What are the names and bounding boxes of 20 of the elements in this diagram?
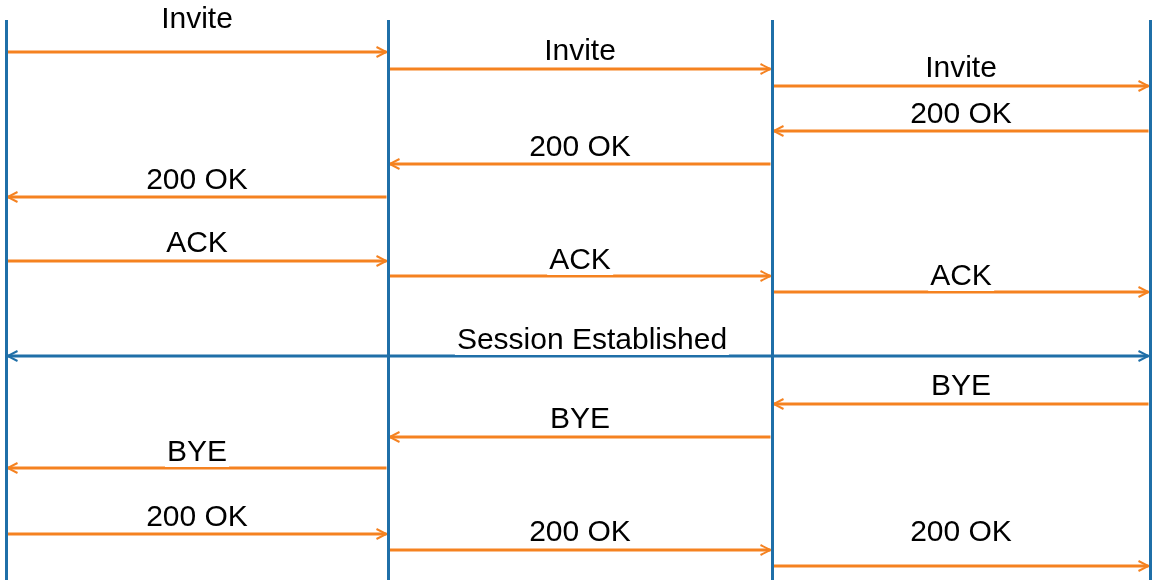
arrow [389,544,772,556]
arrow [772,125,1149,137]
lifeline [770,20,774,580]
arrow [6,350,1150,362]
arrow [7,46,388,58]
lifeline [1148,20,1152,580]
arrow [389,63,772,75]
arrow [6,191,387,203]
arrow [7,528,388,540]
arrow [7,255,388,267]
arrow [773,560,1150,572]
arrow [6,462,387,474]
arrow [773,286,1150,298]
arrow [388,158,771,170]
arrow [388,431,771,443]
arrow [772,398,1149,410]
arrow [773,80,1150,92]
lifeline [386,20,390,580]
lifeline [4,20,8,580]
arrow [389,270,772,282]
